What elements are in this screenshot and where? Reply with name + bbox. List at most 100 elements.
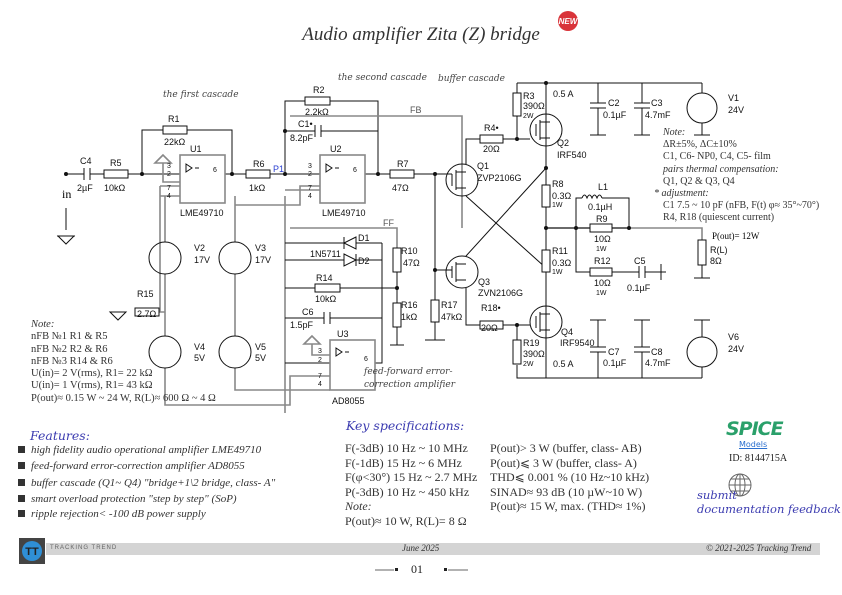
text-line: documentation feedback: [697, 502, 841, 516]
component-label: V4: [194, 342, 205, 352]
component-label: 10kΩ: [315, 294, 337, 304]
text-line: nFB №2 R2 & R6: [31, 343, 108, 355]
text-line: * adjustment:: [654, 188, 819, 200]
component-label: 0.3Ω: [552, 191, 572, 201]
component-label: Q2: [557, 138, 569, 148]
component-label: 390Ω: [523, 101, 545, 111]
spice-models-link[interactable]: Models: [739, 440, 768, 449]
text-line: * adjustment:: [654, 188, 709, 200]
text-line: P(out)≈ 15 W, max. (THD≈ 1%): [490, 499, 646, 513]
component-label: 5V: [194, 353, 205, 363]
text-line: high fidelity audio operational amplifie…: [18, 443, 275, 523]
input-label: in: [62, 187, 71, 201]
component-label: 8Ω: [710, 256, 722, 266]
note-right: Note: ΔR±5%, ΔC±10%C1, C6- NP0, C4, C5- …: [654, 127, 819, 225]
component-label: 0.1µF: [603, 110, 627, 120]
text-line: F(φ<30°) 15 Hz ~ 2.7 MHz: [345, 470, 478, 484]
component-label: 0.1µF: [603, 358, 627, 368]
component-label: FB: [410, 105, 422, 115]
component-label: R12: [594, 256, 611, 266]
component-label: 0.3Ω: [552, 258, 572, 268]
component-label: R4•: [484, 123, 499, 133]
component-label: D2: [358, 256, 370, 266]
component-label: 10kΩ: [104, 183, 126, 193]
component-label: 0.1µH: [588, 202, 612, 212]
footer-bar: [46, 543, 820, 555]
buffer-cascade-label: buffer cascade: [438, 74, 505, 84]
text-line: P(out)⩽ 3 W (buffer, class- A): [490, 455, 637, 470]
component-label: 22kΩ: [164, 137, 186, 147]
text-line: submit: [697, 488, 737, 502]
text-line: pairs thermal compensation:: [663, 163, 779, 175]
component-label: Q4: [561, 327, 573, 337]
component-label: R10: [401, 246, 418, 256]
component-label: 1kΩ: [401, 312, 418, 322]
text-line: smart overload protection "step by step"…: [31, 492, 237, 505]
globe-icon[interactable]: [728, 473, 752, 497]
probe-p1: P1: [273, 164, 284, 174]
component-label: 4: [308, 193, 312, 200]
opamp-u2: [319, 154, 366, 204]
text-line: nFB №3 R14 & R6: [31, 355, 113, 367]
text-line: F(-3dB) 10 Hz ~ 10 MHz: [345, 441, 468, 455]
footer-copyright: © 2021-2025 Tracking Trend: [706, 543, 812, 553]
page-number: 01: [411, 562, 423, 576]
component-label: C3: [651, 98, 663, 108]
component-label: C4: [80, 156, 92, 166]
component-label: R3: [523, 91, 535, 101]
component-label: LME49710: [180, 208, 224, 218]
component-label: 1W: [596, 290, 607, 297]
component-label: 390Ω: [523, 349, 545, 359]
component-label: correction amplifier: [364, 380, 456, 390]
feature-item: smart overload protection "step by step"…: [18, 492, 275, 508]
component-label: R19: [523, 338, 540, 348]
spice-logo[interactable]: SPICE: [726, 418, 784, 440]
component-label: 2W: [523, 113, 534, 120]
component-label: IRF540: [557, 150, 587, 160]
second-cascade-label: the second cascade: [338, 73, 427, 83]
feature-item: ripple rejection< -100 dB power supply: [18, 507, 275, 523]
text-line: Note:: [345, 499, 372, 513]
features: Features: high fidelity audio operationa…: [18, 428, 275, 523]
component-label: 0.1µF: [627, 283, 651, 293]
text-line: U(in)= 2 V(rms), R1= 22 kΩ: [31, 368, 153, 380]
component-label: R14: [316, 273, 333, 283]
reference-symbols: [153, 153, 330, 356]
component-label: C5: [634, 256, 646, 266]
text-line: Note:: [663, 127, 819, 139]
component-label: 24V: [728, 344, 744, 354]
component-label: 2W: [523, 361, 534, 368]
component-label: 0.5 A: [553, 359, 574, 369]
component-label: 4: [167, 193, 171, 200]
component-label: R9: [596, 214, 608, 224]
text-line: buffer cascade (Q1~ Q4) "bridge+1\2 brid…: [31, 477, 276, 489]
footer-brand: TRACKING TREND: [50, 545, 118, 551]
voltage-sources: [148, 92, 718, 369]
component-label: C8: [651, 347, 663, 357]
component-label: 24V: [728, 105, 744, 115]
text-line: F(-1dB) 15 Hz ~ 6 MHz: [345, 455, 462, 470]
component-label: R18•: [481, 303, 501, 313]
component-label: R15: [137, 289, 154, 299]
component-label: ZVP2106G: [477, 173, 522, 183]
component-label: 10Ω: [594, 278, 611, 288]
component-label: U3: [337, 329, 349, 339]
component-label: LME49710: [322, 208, 366, 218]
text-line: U(in)= 1 V(rms), R1= 43 kΩ: [31, 380, 153, 392]
component-label: FF: [383, 218, 394, 228]
footer-date: June 2025: [402, 543, 440, 553]
text-line: Note:: [345, 499, 477, 514]
resistors: [103, 92, 707, 365]
component-label: 4.7mF: [645, 110, 671, 120]
transistors: [445, 113, 563, 339]
component-label: U1: [190, 144, 202, 154]
text-line: ripple rejection< -100 dB power supply: [31, 508, 206, 520]
component-label: 20Ω: [483, 144, 500, 154]
component-label: 47kΩ: [441, 312, 463, 322]
new-badge: NEW: [558, 11, 579, 31]
text-line: C1, C6- NP0, C4, C5- film: [663, 151, 771, 163]
component-label: R11: [552, 246, 568, 256]
component-label: V1: [728, 93, 739, 103]
